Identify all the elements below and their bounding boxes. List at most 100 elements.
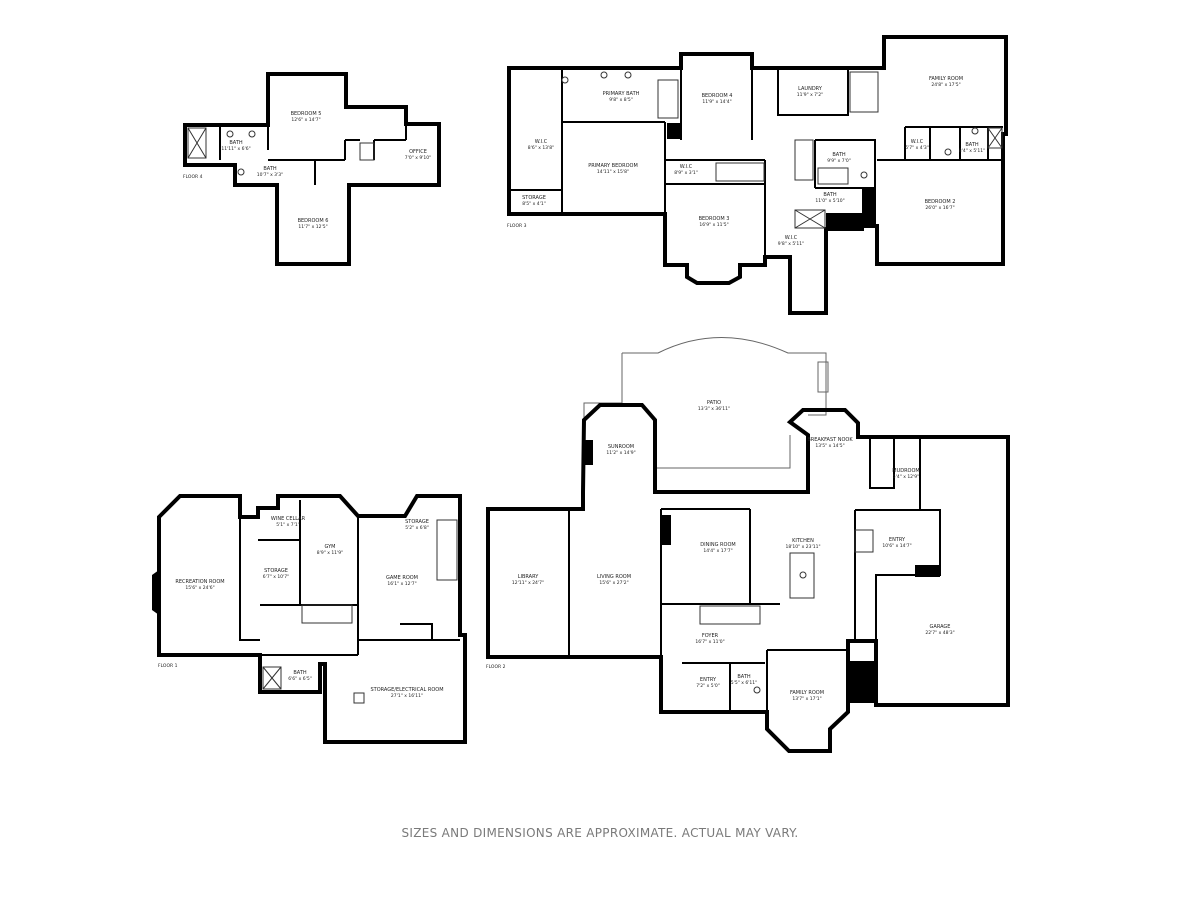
library-label: LIBRARY (518, 574, 540, 580)
floor-3-toilet-3 (944, 148, 952, 156)
floor-3-column (667, 123, 681, 139)
mudroom-dims: 5'4" x 12'9" (893, 474, 919, 480)
floor-1-walls (157, 494, 467, 744)
bedroom6-label: BEDROOM 6 (298, 218, 329, 224)
garage-label: GARAGE (930, 624, 951, 630)
bedroom4-dims: 11'9" x 14'4" (702, 99, 731, 105)
patio-label: PATIO (707, 400, 721, 406)
wic4-dims: 9'8" x 5'11" (778, 241, 804, 247)
floor-3-stairs-2 (849, 71, 879, 113)
kitchen-label: KITCHEN (792, 538, 814, 544)
floor-4-stairs (359, 142, 375, 161)
floor4-bath2-label: BATH (263, 166, 277, 172)
primary-bath-label: PRIMARY BATH (603, 91, 640, 97)
primary-bath-tub (657, 79, 679, 119)
floor-2-label: FLOOR 2 (486, 664, 506, 670)
wic2-label: W.I.C (680, 164, 693, 170)
foyer-dims: 16'7" x 11'0" (695, 639, 724, 645)
wine-cellar-label: WINE CELLAR (271, 516, 306, 522)
floor-2-stairs-2 (854, 529, 874, 553)
floor-3-stairs (715, 162, 765, 182)
floor4-bath2-dims: 10'7" x 3'3" (257, 172, 283, 178)
primary-bedroom-dims: 14'11" x 15'8" (597, 169, 629, 175)
sunroom-fireplace (583, 440, 593, 465)
floor-1-equipment (353, 692, 365, 704)
laundry-dims: 11'9" x 7'2" (797, 92, 823, 98)
recreation-room-dims: 15'6" x 24'6" (185, 585, 214, 591)
office-label: OFFICE (409, 149, 427, 155)
floor2-bath-label: BATH (737, 674, 751, 680)
family-room-3-label: FAMILY ROOM (929, 76, 963, 82)
floor4-bath-label: BATH (229, 140, 243, 146)
storage-electrical-label: STORAGE/ELECTRICAL ROOM (370, 687, 443, 693)
floor-2-toilet (753, 686, 761, 694)
floor-3-sink-3 (971, 127, 979, 135)
floor-3-column-2 (862, 188, 876, 228)
floor-4-sink (226, 130, 234, 138)
floor-1-stairs-2 (436, 519, 458, 581)
dining-fireplace (661, 515, 671, 545)
floor-4-walls (183, 72, 441, 266)
laundry-label: LAUNDRY (798, 86, 823, 92)
bedroom2-dims: 26'0" x 16'7" (925, 205, 954, 211)
wine-cellar-dims: 5'1" x 7'1" (276, 522, 300, 528)
floor-4: BEDROOM 5 12'6" x 14'7" BATH 11'11" x 6'… (183, 72, 441, 266)
floor3-bath-a-dims: 9'9" x 7'0" (827, 158, 851, 164)
floor-1-label: FLOOR 1 (158, 663, 178, 669)
floor-4-toilet (237, 168, 245, 176)
floor-3: PRIMARY BATH 9'8" x 8'5" W.I.C 8'6" x 13… (507, 35, 1008, 315)
floor1-storage2-dims: 5'2" x 6'8" (405, 525, 429, 531)
bedroom2-label: BEDROOM 2 (925, 199, 956, 205)
bedroom3-label: BEDROOM 3 (699, 216, 730, 222)
floor-3-tub (817, 167, 849, 185)
floor4-bath-dims: 11'11" x 6'6" (221, 146, 250, 152)
garage-column (848, 661, 876, 703)
floor1-bath-dims: 6'6" x 6'5" (288, 676, 312, 682)
floor1-storage-label: STORAGE (264, 568, 288, 574)
wic4-label: W.I.C (785, 235, 798, 241)
floor-4-shower-mark (187, 127, 207, 159)
floor3-bath-b-label: BATH (823, 192, 837, 198)
entry2-dims: 7'2" x 5'0" (696, 683, 720, 689)
storage-electrical-dims: 27'1" x 16'11" (391, 693, 423, 699)
family-room-3-dims: 24'8" x 17'5" (931, 82, 960, 88)
floor1-bath-label: BATH (293, 670, 307, 676)
dining-room-dims: 14'4" x 17'7" (703, 548, 732, 554)
family-room-2-label: FAMILY ROOM (790, 690, 824, 696)
primary-bedroom-label: PRIMARY BEDROOM (588, 163, 638, 169)
entry-dims: 10'6" x 14'7" (882, 543, 911, 549)
library-dims: 12'11" x 24'7" (512, 580, 544, 586)
wic3-dims: 5'7" x 4'3" (905, 145, 929, 151)
living-room-label: LIVING ROOM (597, 574, 631, 580)
floor3-bath-a-label: BATH (832, 152, 846, 158)
floor-4-interior (219, 124, 407, 185)
floor-3-shower (794, 209, 826, 229)
floor-3-shower-2-mark (987, 127, 1003, 149)
gym-label: GYM (325, 544, 336, 550)
entry-column (915, 565, 940, 577)
floor-3-walls (507, 35, 1008, 315)
game-room-label: GAME ROOM (386, 575, 418, 581)
floor3-bath-c-label: BATH (965, 142, 979, 148)
wic-label: W.I.C (535, 139, 548, 145)
family-room-2-dims: 13'7" x 17'1" (792, 696, 821, 702)
floor-2: PATIO 13'3" x 36'11" SUNROOM 11'2" x 14'… (486, 337, 1010, 753)
bedroom5-label: BEDROOM 5 (291, 111, 322, 117)
recreation-room-label: RECREATION ROOM (175, 579, 224, 585)
floor-1: RECREATION ROOM 15'6" x 24'6" WINE CELLA… (152, 494, 467, 744)
floor3-bath-b-dims: 11'0" x 5'10" (815, 198, 844, 204)
sunroom-dims: 11'2" x 14'9" (606, 450, 635, 456)
floor-3-toilet-2 (860, 171, 868, 179)
storage-dims: 8'5" x 4'1" (522, 201, 546, 207)
kitchen-sink (799, 571, 807, 579)
bedroom4-label: BEDROOM 4 (702, 93, 733, 99)
patio-dims: 13'3" x 36'11" (698, 406, 730, 412)
bedroom5-dims: 12'6" x 14'7" (291, 117, 320, 123)
floor1-storage-dims: 6'7" x 10'7" (263, 574, 289, 580)
floor3-bath-c-dims: 8'4" x 5'11" (959, 148, 985, 154)
entry-label: ENTRY (889, 537, 906, 543)
floor-1-shower-mark (262, 666, 282, 690)
wic3-label: W.I.C (911, 139, 924, 145)
floor-3-sink-2 (624, 71, 632, 79)
